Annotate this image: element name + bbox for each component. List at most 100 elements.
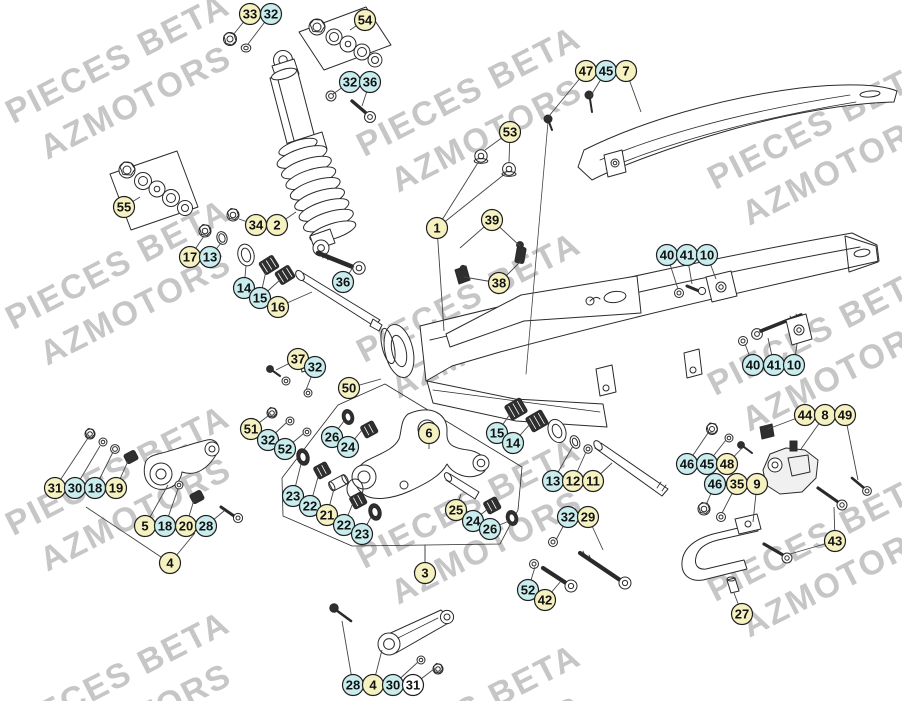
- svg-text:25: 25: [449, 503, 463, 518]
- svg-text:10: 10: [700, 248, 714, 263]
- callout-41-76[interactable]: 41: [762, 353, 786, 377]
- callout-19-65[interactable]: 19: [104, 476, 128, 500]
- callout-24-41[interactable]: 24: [461, 509, 485, 533]
- callout-32-47[interactable]: 32: [556, 505, 580, 529]
- callout-10-14[interactable]: 10: [695, 243, 719, 267]
- callout-36-23[interactable]: 36: [331, 270, 355, 294]
- callout-28-71[interactable]: 28: [341, 673, 365, 697]
- callout-12-45[interactable]: 12: [561, 469, 585, 493]
- callout-23-39[interactable]: 23: [350, 522, 374, 546]
- callout-53-8[interactable]: 53: [498, 120, 522, 144]
- svg-text:7: 7: [622, 64, 629, 79]
- callout-41-13[interactable]: 41: [675, 243, 699, 267]
- callout-9-56[interactable]: 9: [745, 472, 769, 496]
- callout-15-33[interactable]: 15: [485, 421, 509, 445]
- svg-text:45: 45: [700, 457, 714, 472]
- callout-31-74[interactable]: 31: [401, 673, 425, 697]
- callout-34-16[interactable]: 34: [244, 213, 268, 237]
- callout-35-55[interactable]: 35: [725, 472, 749, 496]
- callout-1-9[interactable]: 1: [425, 216, 449, 240]
- svg-text:36: 36: [336, 275, 350, 290]
- callout-33-0[interactable]: 33: [238, 2, 262, 26]
- svg-text:43: 43: [828, 534, 842, 549]
- callout-10-77[interactable]: 10: [782, 353, 806, 377]
- callout-43-60[interactable]: 43: [823, 529, 847, 553]
- callout-52-49[interactable]: 52: [516, 578, 540, 602]
- chain-guide-group: [681, 502, 762, 594]
- callout-24-31[interactable]: 24: [336, 435, 360, 459]
- callout-3-43[interactable]: 3: [413, 561, 437, 585]
- svg-text:14: 14: [506, 436, 521, 451]
- svg-text:27: 27: [735, 607, 749, 622]
- callout-5-66[interactable]: 5: [133, 514, 157, 538]
- callout-48-53[interactable]: 48: [715, 452, 739, 476]
- callout-45-52[interactable]: 45: [695, 452, 719, 476]
- callout-6-32[interactable]: 6: [417, 421, 441, 445]
- callout-37-24[interactable]: 37: [286, 347, 310, 371]
- callout-13-19[interactable]: 13: [198, 245, 222, 269]
- callout-54-2[interactable]: 54: [353, 8, 377, 32]
- svg-text:4: 4: [166, 556, 174, 571]
- callout-25-40[interactable]: 25: [444, 498, 468, 522]
- callout-11-46[interactable]: 11: [581, 469, 605, 493]
- callout-42-50[interactable]: 42: [533, 588, 557, 612]
- callout-23-35[interactable]: 23: [281, 484, 305, 508]
- callout-21-37[interactable]: 21: [315, 503, 339, 527]
- svg-text:10: 10: [787, 358, 801, 373]
- svg-text:11: 11: [586, 474, 600, 489]
- callout-30-63[interactable]: 30: [63, 476, 87, 500]
- svg-text:29: 29: [581, 510, 595, 525]
- callout-22-38[interactable]: 22: [332, 513, 356, 537]
- svg-text:54: 54: [358, 13, 373, 28]
- callout-30-73[interactable]: 30: [381, 673, 405, 697]
- callout-32-1[interactable]: 32: [259, 2, 283, 26]
- callout-14-34[interactable]: 14: [501, 431, 525, 455]
- swingarm-drawing: [380, 121, 880, 428]
- callout-26-30[interactable]: 26: [320, 425, 344, 449]
- callout-46-51[interactable]: 46: [675, 452, 699, 476]
- callout-18-64[interactable]: 18: [83, 476, 107, 500]
- callout-14-20[interactable]: 14: [232, 276, 256, 300]
- callout-7-7[interactable]: 7: [614, 59, 638, 83]
- callout-55-15[interactable]: 55: [112, 195, 136, 219]
- callout-4-72[interactable]: 4: [361, 673, 385, 697]
- svg-text:13: 13: [546, 474, 560, 489]
- callout-49-59[interactable]: 49: [833, 403, 857, 427]
- callout-39-10[interactable]: 39: [480, 208, 504, 232]
- callout-32-25[interactable]: 32: [303, 355, 327, 379]
- callout-47-5[interactable]: 47: [574, 59, 598, 83]
- callout-4-70[interactable]: 4: [158, 551, 182, 575]
- callout-13-44[interactable]: 13: [541, 469, 565, 493]
- callout-20-68[interactable]: 20: [174, 514, 198, 538]
- callout-2-17[interactable]: 2: [265, 213, 289, 237]
- callout-36-4[interactable]: 36: [358, 70, 382, 94]
- callout-31-62[interactable]: 31: [43, 476, 67, 500]
- callout-52-29[interactable]: 52: [273, 437, 297, 461]
- callout-8-58[interactable]: 8: [813, 403, 837, 427]
- svg-text:5: 5: [141, 519, 148, 534]
- callout-44-57[interactable]: 44: [793, 403, 817, 427]
- callout-16-22[interactable]: 16: [266, 295, 290, 319]
- callout-27-61[interactable]: 27: [730, 602, 754, 626]
- callout-45-6[interactable]: 45: [594, 59, 618, 83]
- callout-40-75[interactable]: 40: [741, 353, 765, 377]
- callout-32-3[interactable]: 32: [338, 70, 362, 94]
- callout-17-18[interactable]: 17: [178, 245, 202, 269]
- callout-22-36[interactable]: 22: [298, 494, 322, 518]
- callout-29-48[interactable]: 29: [576, 505, 600, 529]
- callout-51-27[interactable]: 51: [239, 417, 263, 441]
- callout-26-42[interactable]: 26: [478, 517, 502, 541]
- callout-15-21[interactable]: 15: [248, 286, 272, 310]
- callout-32-28[interactable]: 32: [256, 428, 280, 452]
- callout-46-54[interactable]: 46: [703, 472, 727, 496]
- svg-text:47: 47: [579, 64, 593, 79]
- callout-38-11[interactable]: 38: [487, 271, 511, 295]
- callout-28-69[interactable]: 28: [194, 514, 218, 538]
- svg-text:9: 9: [753, 477, 760, 492]
- callout-50-26[interactable]: 50: [337, 376, 361, 400]
- svg-text:31: 31: [48, 481, 62, 496]
- svg-text:1: 1: [433, 221, 440, 236]
- callout-40-12[interactable]: 40: [655, 243, 679, 267]
- callout-18-67[interactable]: 18: [153, 514, 177, 538]
- upper-shock-nut-washer: [223, 32, 252, 53]
